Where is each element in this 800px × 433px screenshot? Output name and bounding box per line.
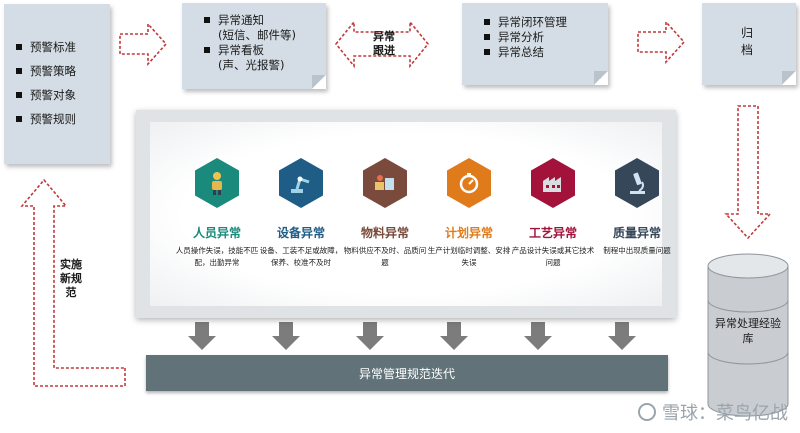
category-hex [615, 158, 659, 208]
notify-item: 异常看板 [204, 43, 326, 58]
category-title: 计划异常 [444, 226, 493, 240]
category-desc: 产品设计失误或其它技术问题 [511, 246, 595, 267]
new-rules-label: 实施新规范 [60, 258, 82, 299]
category-personnel: 人员异常 人员操作失误，技能不匹配，出勤异常 [174, 158, 260, 269]
database-cylinder [707, 253, 789, 417]
iteration-bar: 异常管理规范迭代 [146, 355, 668, 391]
category-desc: 制程中出现质量问题 [603, 246, 671, 255]
arrow-new-rules [20, 178, 126, 387]
down-arrow [272, 322, 300, 350]
follow-up-label: 异常跟进 [373, 30, 395, 57]
category-quality: 质量异常 制程中出现质量问题 [594, 158, 680, 257]
anomaly-panel-inner: 人员异常 人员操作失误，技能不匹配，出勤异常 设备异常 设备、工装不足或故障，保… [150, 122, 671, 306]
category-plan: 计划异常 生产计划临时调整、安排失误 [426, 158, 512, 269]
down-arrow [356, 322, 384, 350]
category-desc: 设备、工装不足或故障，保养、校准不及时 [259, 246, 343, 267]
category-title: 物料异常 [360, 226, 409, 240]
category-desc: 物料供应不及时、品质问题 [343, 246, 427, 267]
robot-arm-icon [291, 176, 310, 193]
arrow-loop-to-archive [637, 19, 686, 65]
category-hex [279, 158, 323, 208]
factory-icon [543, 177, 561, 192]
down-arrow [608, 322, 636, 350]
loop-item: 异常闭环管理 [484, 15, 608, 30]
category-desc: 生产计划临时调整、安排失误 [427, 246, 511, 267]
watermark: 雪球：菜鸟亿战 [638, 399, 788, 425]
category-title: 工艺异常 [528, 226, 577, 240]
warning-item: 预警标准 [16, 40, 110, 55]
down-arrow [188, 322, 216, 350]
warning-item: 预警策略 [16, 64, 110, 79]
warning-item: 预警对象 [16, 88, 110, 103]
archive-note: 归档 [702, 3, 796, 85]
stopwatch-icon [459, 173, 479, 194]
arrow-follow-up [334, 19, 430, 69]
category-material: 物料异常 物料供应不及时、品质问题 [342, 158, 428, 269]
down-arrow [440, 322, 468, 350]
category-hex [195, 158, 239, 208]
loop-item: 异常总结 [484, 45, 608, 60]
worker-icon [212, 172, 222, 195]
warning-note: 预警标准 预警策略 预警对象 预警规则 [4, 4, 110, 164]
anomaly-panel: 人员异常 人员操作失误，技能不匹配，出勤异常 设备异常 设备、工装不足或故障，保… [136, 110, 676, 318]
closed-loop-note: 异常闭环管理 异常分析 异常总结 [462, 3, 608, 85]
arrow-archive-to-kb [724, 105, 772, 240]
notify-note: 异常通知 (短信、邮件等) 异常看板 (声、光报警) [182, 3, 326, 89]
loop-item: 异常分析 [484, 30, 608, 45]
category-hex [447, 158, 491, 208]
warning-item: 预警规则 [16, 112, 110, 127]
snowball-logo-icon [638, 403, 656, 421]
archive-label: 归档 [740, 26, 753, 57]
iteration-bar-label: 异常管理规范迭代 [358, 366, 455, 381]
notify-item-detail: (短信、邮件等) [218, 28, 296, 42]
category-hex [531, 158, 575, 208]
down-arrows [188, 322, 636, 350]
category-title: 人员异常 [192, 226, 241, 240]
down-arrow [524, 322, 552, 350]
notify-item: 异常通知 [204, 13, 326, 28]
category-desc: 人员操作失误，技能不匹配，出勤异常 [175, 246, 259, 267]
microscope-icon [630, 172, 645, 194]
notify-item-detail: (声、光报警) [218, 58, 285, 72]
category-process: 工艺异常 产品设计失误或其它技术问题 [510, 158, 596, 269]
knowledge-base-label: 异常处理经验库 [715, 317, 781, 345]
category-title: 设备异常 [276, 226, 325, 240]
category-equipment: 设备异常 设备、工装不足或故障，保养、校准不及时 [258, 158, 344, 269]
material-icon [375, 175, 394, 190]
category-hex [363, 158, 407, 208]
watermark-text: 雪球：菜鸟亿战 [662, 403, 788, 424]
category-title: 质量异常 [612, 226, 661, 240]
arrow-warning-to-notify [119, 21, 168, 67]
